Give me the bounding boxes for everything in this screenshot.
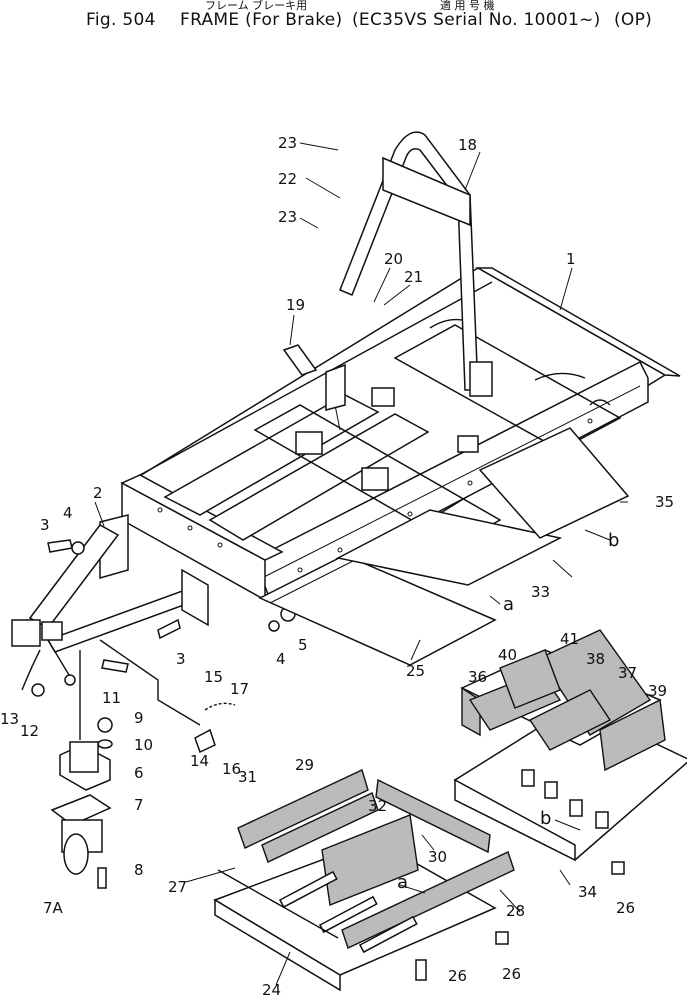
floor-plates	[258, 427, 630, 666]
callout-4: 4	[276, 650, 286, 668]
callout-21: 21	[404, 268, 423, 286]
lower-tray-assembly	[213, 769, 515, 992]
callout-4: 4	[63, 504, 73, 522]
callout-23: 23	[278, 134, 297, 152]
callout-37: 37	[618, 664, 637, 682]
callout-23: 23	[278, 208, 297, 226]
callout-12: 12	[20, 722, 39, 740]
brake-cable	[99, 639, 236, 754]
callout-31: 31	[238, 768, 257, 786]
callout-25: 25	[406, 662, 425, 680]
callout-3: 3	[40, 516, 50, 534]
callout-5: 5	[298, 636, 308, 654]
callout-26: 26	[502, 965, 521, 983]
tow-hitch	[11, 514, 209, 691]
callout-9: 9	[134, 709, 144, 727]
caster-jack	[50, 650, 113, 889]
callout-34: 34	[578, 883, 597, 901]
callout-8: 8	[134, 861, 144, 879]
guard-frame	[325, 131, 493, 411]
callout-29: 29	[295, 756, 314, 774]
callout-26: 26	[448, 967, 467, 985]
callout-3: 3	[176, 650, 186, 668]
callout-30: 30	[428, 848, 447, 866]
callout-14: 14	[190, 752, 209, 770]
figure-number: Fig. 504	[86, 10, 156, 30]
reference-a: a	[397, 872, 408, 893]
callout-11: 11	[102, 689, 121, 707]
reference-b: b	[540, 808, 551, 829]
callout-27: 27	[168, 878, 187, 896]
bolts-26	[415, 861, 625, 981]
main-frame	[120, 267, 681, 602]
callout-39: 39	[648, 682, 667, 700]
callout-labels: 1 2 3 3 4 4 5 6 7 7A 8 9 10 11 12 13 14 …	[0, 134, 674, 997]
leader-lines	[94, 142, 628, 986]
callout-16: 16	[222, 760, 241, 778]
callout-41: 41	[560, 630, 579, 648]
callout-10: 10	[134, 736, 153, 754]
serial-range: (EC35VS Serial No. 10001~)	[352, 10, 601, 30]
callout-1: 1	[566, 250, 576, 268]
japanese-title: フレーム ブレーキ用	[205, 0, 308, 12]
callout-33: 33	[531, 583, 550, 601]
callout-18: 18	[458, 136, 477, 154]
pad-pan-assembly	[453, 629, 687, 862]
reference-a: a	[503, 594, 514, 615]
callout-2: 2	[93, 484, 103, 502]
callout-6: 6	[134, 764, 144, 782]
callout-13: 13	[0, 710, 19, 728]
callout-19: 19	[286, 296, 305, 314]
callout-22: 22	[278, 170, 297, 188]
callout-40: 40	[498, 646, 517, 664]
callout-36: 36	[468, 668, 487, 686]
figure-title: FRAME (For Brake)	[180, 10, 343, 30]
callout-26: 26	[616, 899, 635, 917]
callout-17: 17	[230, 680, 249, 698]
callout-7a: 7A	[43, 899, 64, 917]
japanese-serial-heading: 適 用 号 機	[440, 0, 495, 12]
callout-15: 15	[204, 668, 223, 686]
reference-b: b	[608, 530, 619, 551]
callout-32: 32	[368, 797, 387, 815]
callout-38: 38	[586, 650, 605, 668]
callout-7: 7	[134, 796, 144, 814]
callout-28: 28	[506, 902, 525, 920]
hitch-hardware	[31, 344, 318, 697]
callout-20: 20	[384, 250, 403, 268]
callout-24: 24	[262, 981, 281, 997]
option-tag: (OP)	[614, 10, 653, 30]
callout-35: 35	[655, 493, 674, 511]
